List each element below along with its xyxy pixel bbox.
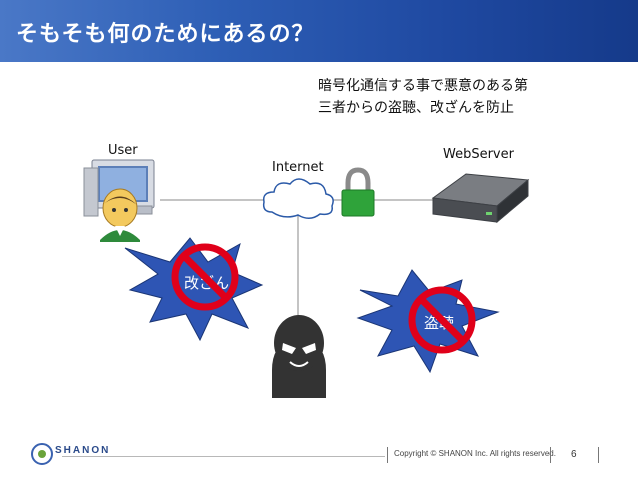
logo-mark-icon <box>31 443 53 465</box>
footer-divider <box>62 456 385 457</box>
user-computer-icon <box>83 159 155 242</box>
cloud-icon <box>262 178 334 219</box>
eavesdrop-burst <box>356 269 500 374</box>
server-icon <box>431 173 530 224</box>
slide-title: そもそも何のためにあるの？ <box>16 22 315 47</box>
slide-header: そもそも何のためにあるの？ <box>0 0 638 62</box>
description: 暗号化通信する事で悪意のある第 三者からの盗聴、改ざんを防止 <box>318 75 528 119</box>
user-label: User <box>108 143 138 158</box>
description-line-1: 暗号化通信する事で悪意のある第 <box>318 78 528 94</box>
prohibit-icon <box>171 243 239 311</box>
page-number: 6 <box>571 449 577 460</box>
hacker-icon <box>272 315 326 398</box>
footer-separator <box>598 447 599 463</box>
footer-separator <box>550 447 551 463</box>
copyright-text: Copyright © SHANON Inc. All rights reser… <box>394 449 556 458</box>
prohibit-icon <box>408 286 476 354</box>
lock-icon <box>341 167 375 217</box>
description-line-2: 三者からの盗聴、改ざんを防止 <box>318 100 514 116</box>
internet-label: Internet <box>272 160 324 175</box>
tampering-burst <box>124 237 264 342</box>
logo-text: SHANON <box>55 445 111 456</box>
footer-separator <box>387 447 388 463</box>
webserver-label: WebServer <box>443 147 514 162</box>
